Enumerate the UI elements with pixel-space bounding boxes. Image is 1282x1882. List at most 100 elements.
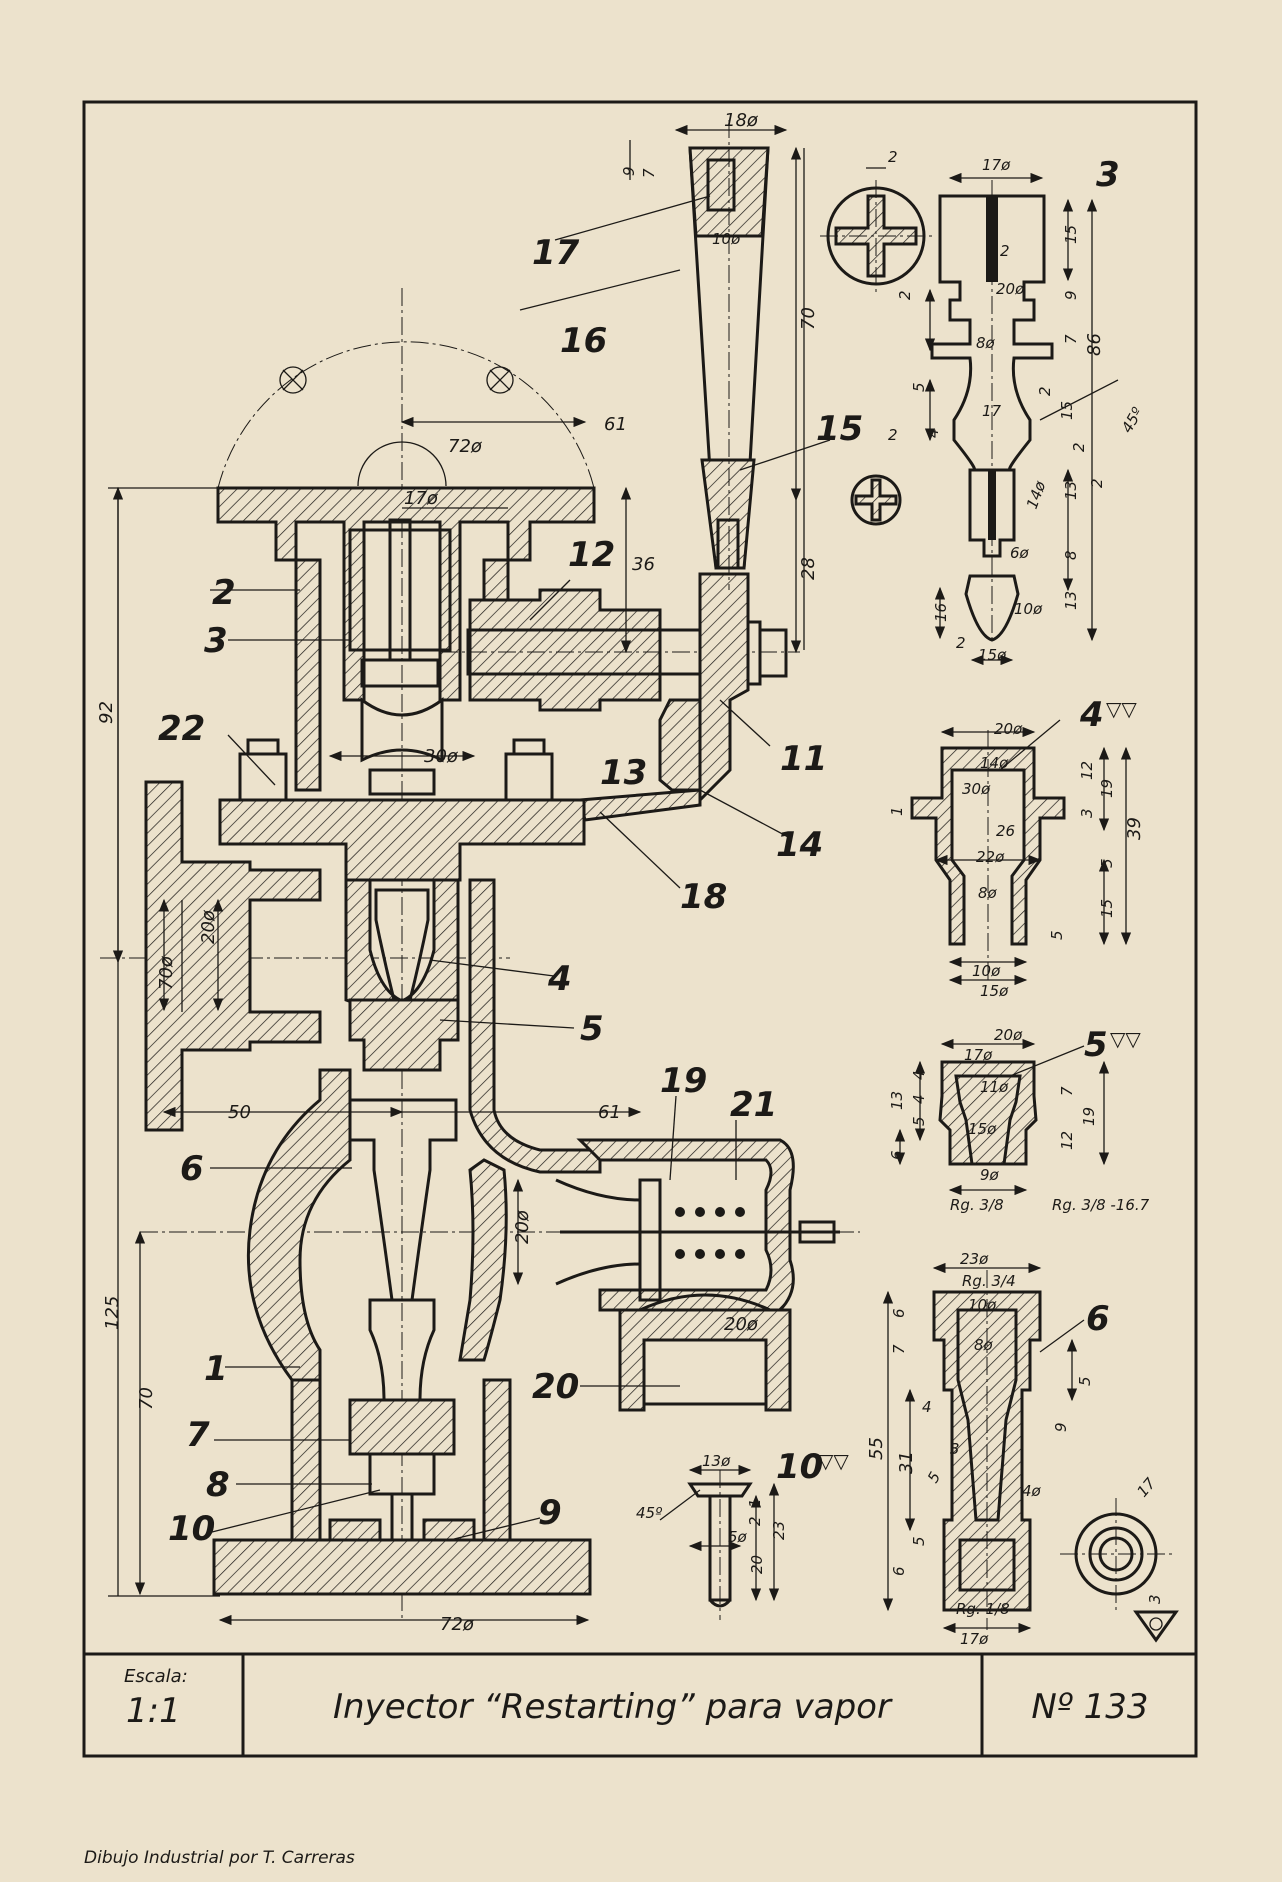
part-label-20: 20 xyxy=(532,1367,579,1407)
detail-label-4: 4 xyxy=(1079,695,1104,735)
dim-p3-16: 16 xyxy=(932,603,950,622)
dim-p6-10: 10ø xyxy=(968,1296,997,1314)
part-label-11: 11 xyxy=(780,739,827,779)
part-label-8: 8 xyxy=(206,1465,230,1505)
spring-21 xyxy=(675,1207,745,1259)
dim-p4-8: 8ø xyxy=(978,884,998,902)
dim-p6-thread-top: Rg. 3/4 xyxy=(962,1272,1016,1290)
dim-p4-5: 5 xyxy=(1098,858,1116,868)
dim-p4-20: 20ø xyxy=(994,720,1023,738)
part-label-19: 19 xyxy=(660,1061,707,1101)
dim-30: 30ø xyxy=(424,746,459,767)
leader-lines xyxy=(210,195,831,1541)
drawing-number: Nº 133 xyxy=(1031,1687,1148,1727)
dim-p10-2: 2 xyxy=(746,1516,764,1526)
dim-p3-4: 4 xyxy=(924,428,942,438)
dim-p3-2-mid: 2 xyxy=(1000,242,1010,260)
dim-p4-39: 39 xyxy=(1124,817,1145,840)
detail-cross-sections xyxy=(820,167,932,526)
dim-70-flange: 70ø xyxy=(156,955,177,990)
part-label-12: 12 xyxy=(568,535,615,575)
dim-p6-thread-bot: Rg. 1/8 xyxy=(956,1600,1010,1618)
dim-p4-30: 30ø xyxy=(962,780,991,798)
surface-mark-5: ▽▽ xyxy=(1110,1027,1141,1051)
dim-70-low: 70 xyxy=(136,1387,157,1410)
dim-p5-thread-left: Rg. 3/8 xyxy=(950,1196,1004,1214)
lower-body xyxy=(290,1378,322,1542)
part-5-nozzle xyxy=(348,998,460,1072)
part-label-18: 18 xyxy=(680,877,727,917)
dim-p6-7: 7 xyxy=(890,1344,908,1354)
part-label-22: 22 xyxy=(158,709,205,749)
detail-label-3: 3 xyxy=(1096,155,1120,195)
dim-p6-6: 6 xyxy=(890,1308,908,1318)
dim-p4-15: 15 xyxy=(1098,899,1116,918)
main-dimension-lines xyxy=(108,124,805,1626)
dim-p6-5-c: 5 xyxy=(910,1536,928,1546)
dim-p3-15-e: 15ø xyxy=(978,646,1007,664)
dim-handle-28: 28 xyxy=(798,557,819,580)
dim-p5-20: 20ø xyxy=(994,1026,1023,1044)
drawing-frame xyxy=(82,100,1198,1758)
dim-17: 17ø xyxy=(404,488,439,509)
part-label-14: 14 xyxy=(776,825,823,865)
author-credit: Dibujo Industrial por T. Carreras xyxy=(84,1848,355,1868)
detail-label-10: 10 xyxy=(776,1447,823,1487)
top-cover xyxy=(216,486,596,702)
middle-flange xyxy=(218,798,586,882)
detail-part-6 xyxy=(882,1262,1172,1634)
dim-p3-13-b: 13 xyxy=(1062,591,1080,610)
dim-p4-15-b: 15ø xyxy=(980,982,1009,1000)
detail-part-5 xyxy=(894,1038,1110,1196)
dim-p5-13: 13 xyxy=(888,1091,906,1110)
lower-bulb-body xyxy=(246,1068,352,1382)
part-label-15: 15 xyxy=(816,409,863,449)
dim-p4-1: 1 xyxy=(888,806,906,816)
part-label-6: 6 xyxy=(180,1149,204,1189)
dim-p5-7: 7 xyxy=(1058,1086,1076,1096)
dim-p3-2-c: 2 xyxy=(1070,442,1088,452)
dim-p10-5: 5ø xyxy=(728,1528,748,1546)
part-label-10: 10 xyxy=(168,1509,215,1549)
detail-label-6: 6 xyxy=(1086,1299,1110,1339)
surface-mark-4: ▽▽ xyxy=(1106,697,1137,721)
dim-p4-3: 3 xyxy=(1078,808,1096,818)
dim-p3-13: 13 xyxy=(1062,481,1080,500)
dim-p5-4: 4 xyxy=(910,1070,928,1080)
detail-part-10 xyxy=(659,1464,780,1620)
dim-p4-22: 22ø xyxy=(976,848,1005,866)
part-8-seat xyxy=(348,1398,456,1456)
handle-position-marks xyxy=(279,366,514,487)
dim-p5-15: 15ø xyxy=(968,1120,997,1138)
dim-p6-31: 31 xyxy=(896,1451,917,1474)
dim-p6-4-b: 4ø xyxy=(1022,1482,1042,1500)
dim-92: 92 xyxy=(96,701,117,724)
part-label-3: 3 xyxy=(204,621,228,661)
dim-p10-45: 45º xyxy=(636,1504,662,1522)
dim-p6-end-17: 17 xyxy=(1133,1474,1159,1501)
drawing-title: Inyector “Restarting” para vapor xyxy=(333,1687,893,1727)
scale-label: Escala: xyxy=(124,1666,188,1687)
dim-p5-19: 19 xyxy=(1080,1107,1098,1126)
dim-handle-7: 7 xyxy=(640,168,658,178)
projection-symbol xyxy=(1133,1610,1179,1643)
dim-p6-17: 17ø xyxy=(960,1630,989,1648)
dim-p5-11: 11ø xyxy=(980,1078,1009,1096)
detail-label-5: 5 xyxy=(1084,1025,1108,1065)
dim-p5-5: 5 xyxy=(910,1116,928,1126)
dim-p3-45: 45º xyxy=(1118,404,1147,436)
part-label-9: 9 xyxy=(538,1493,562,1533)
dim-handle-10: 10ø xyxy=(712,230,741,248)
title-block xyxy=(84,1652,1196,1756)
dim-p3-9: 9 xyxy=(1062,290,1080,300)
dim-p5-17: 17ø xyxy=(964,1046,993,1064)
dim-20-valve: 20ø xyxy=(724,1314,759,1335)
dim-p3-15: 15 xyxy=(1062,225,1080,244)
dim-p4-5-b: 5 xyxy=(1048,930,1066,940)
dim-handle-9: 9 xyxy=(620,166,638,176)
dim-p6-5-b: 5 xyxy=(924,1469,944,1486)
dim-p3-5: 5 xyxy=(910,382,928,392)
base-flange xyxy=(212,1538,592,1596)
part-label-4: 4 xyxy=(547,959,572,999)
